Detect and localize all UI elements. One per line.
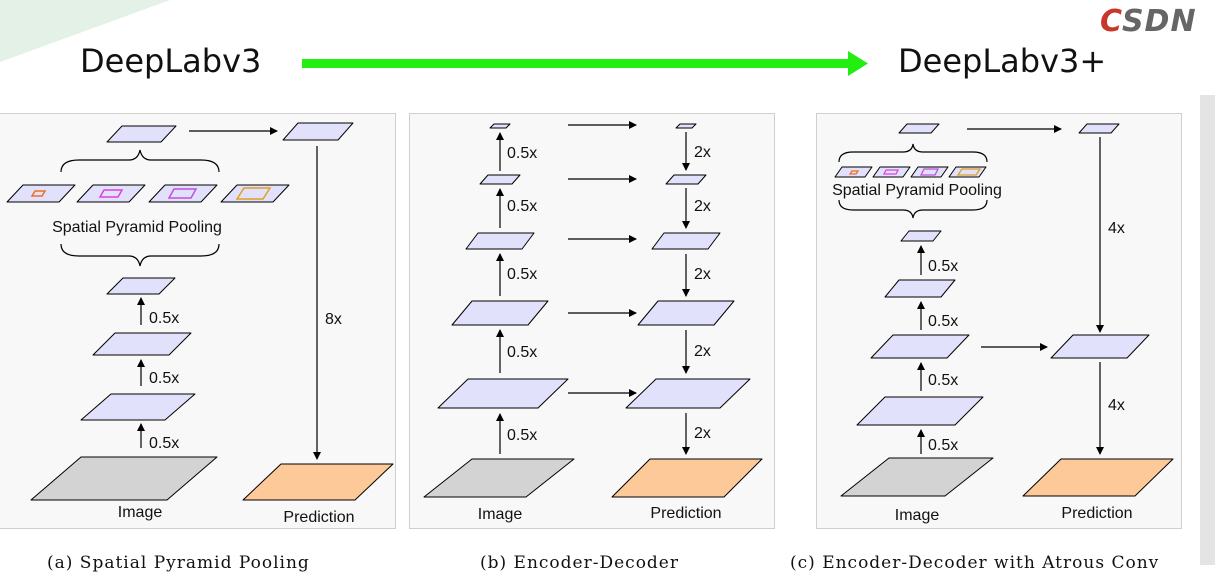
pool-box: [882, 169, 900, 175]
feature-map: [437, 378, 569, 409]
pool-feature-map: [76, 184, 146, 203]
feature-map: [651, 232, 721, 250]
caption-b: (b) Encoder-Decoder: [480, 553, 679, 573]
image-block: [840, 457, 994, 497]
deeplabv3-title: DeepLabv3: [80, 42, 262, 80]
prediction-block: [611, 458, 763, 498]
corner-decoration: [0, 0, 170, 62]
pool-label: Spatial Pyramid Pooling: [832, 182, 1002, 199]
scale-label: 2x: [694, 198, 711, 215]
brace: [838, 143, 988, 163]
scale-label: 4x: [1108, 220, 1125, 237]
feature-map: [637, 300, 735, 326]
image-label: Image: [478, 506, 523, 523]
feature-map: [870, 334, 970, 359]
scale-label: 0.5x: [928, 372, 958, 389]
feature-map: [1078, 123, 1120, 134]
feature-map: [282, 122, 354, 141]
scrollbar-edge: [1200, 95, 1215, 565]
scale-label: 4x: [1108, 397, 1125, 414]
scale-label: 2x: [694, 266, 711, 283]
panel-spatial-pyramid-pooling: Spatial Pyramid Pooling 0.5x 0.5x 0.5x 8…: [0, 113, 396, 529]
feature-map: [106, 277, 176, 295]
feature-map: [884, 279, 956, 298]
green-arrow-icon: [302, 51, 868, 76]
scale-label: 0.5x: [149, 435, 179, 452]
feature-map: [625, 378, 751, 409]
feature-map: [665, 174, 707, 185]
caption-a: (a) Spatial Pyramid Pooling: [47, 553, 310, 573]
feature-map: [479, 174, 521, 185]
scale-label: 0.5x: [507, 145, 537, 162]
scale-label: 2x: [694, 425, 711, 442]
image-label: Image: [895, 507, 940, 524]
deeplabv3plus-title: DeepLabv3+: [898, 42, 1107, 80]
feature-map: [675, 123, 697, 129]
brace: [60, 149, 220, 173]
feature-map: [898, 123, 940, 134]
scale-label: 0.5x: [149, 370, 179, 387]
prediction-block: [1022, 458, 1174, 497]
pool-feature-map: [148, 184, 218, 203]
scale-label: 0.5x: [928, 313, 958, 330]
csdn-logo: CSDN: [1100, 4, 1197, 39]
feature-map: [900, 230, 942, 242]
pool-feature-map: [834, 166, 873, 178]
image-label: Image: [118, 504, 163, 521]
pool-box: [167, 188, 198, 199]
feature-map: [489, 123, 511, 129]
pool-box: [30, 190, 47, 197]
brace: [60, 243, 220, 267]
pool-box: [235, 187, 272, 200]
feature-map: [92, 332, 192, 356]
prediction-label: Prediction: [283, 509, 354, 526]
brace: [838, 199, 988, 219]
pool-box: [848, 170, 860, 175]
upsample-label: 8x: [325, 311, 342, 328]
image-block: [423, 458, 575, 498]
prediction-label: Prediction: [650, 505, 721, 522]
scale-label: 0.5x: [928, 437, 958, 454]
scale-label: 0.5x: [507, 344, 537, 361]
prediction-label: Prediction: [1061, 505, 1132, 522]
feature-map: [465, 232, 535, 250]
pool-label: Spatial Pyramid Pooling: [52, 219, 222, 236]
prediction-block: [242, 463, 394, 501]
pool-box: [98, 189, 124, 198]
feature-map: [451, 300, 549, 326]
caption-c: (c) Encoder-Decoder with Atrous Conv: [790, 553, 1160, 573]
feature-map: [106, 125, 177, 143]
scale-label: 0.5x: [928, 258, 958, 275]
scale-label: 0.5x: [149, 310, 179, 327]
image-block: [30, 456, 218, 501]
pool-box: [919, 168, 940, 176]
pool-feature-map: [6, 184, 76, 203]
pool-feature-map: [872, 166, 911, 178]
scale-label: 0.5x: [507, 427, 537, 444]
feature-map: [80, 393, 196, 421]
scale-label: 0.5x: [507, 198, 537, 215]
scale-label: 2x: [694, 343, 711, 360]
scale-label: 0.5x: [507, 266, 537, 283]
panel-encoder-decoder-atrous: Spatial Pyramid Pooling 0.5x 0.5x 0.5x 0…: [816, 113, 1182, 529]
panel-encoder-decoder: 0.5x 0.5x 0.5x 0.5x 0.5x 2x 2x 2x 2x 2x …: [409, 113, 775, 529]
feature-map: [856, 396, 984, 426]
pool-box: [956, 168, 982, 176]
scale-label: 2x: [694, 144, 711, 161]
pool-feature-map: [910, 166, 949, 178]
feature-map: [1050, 334, 1150, 359]
